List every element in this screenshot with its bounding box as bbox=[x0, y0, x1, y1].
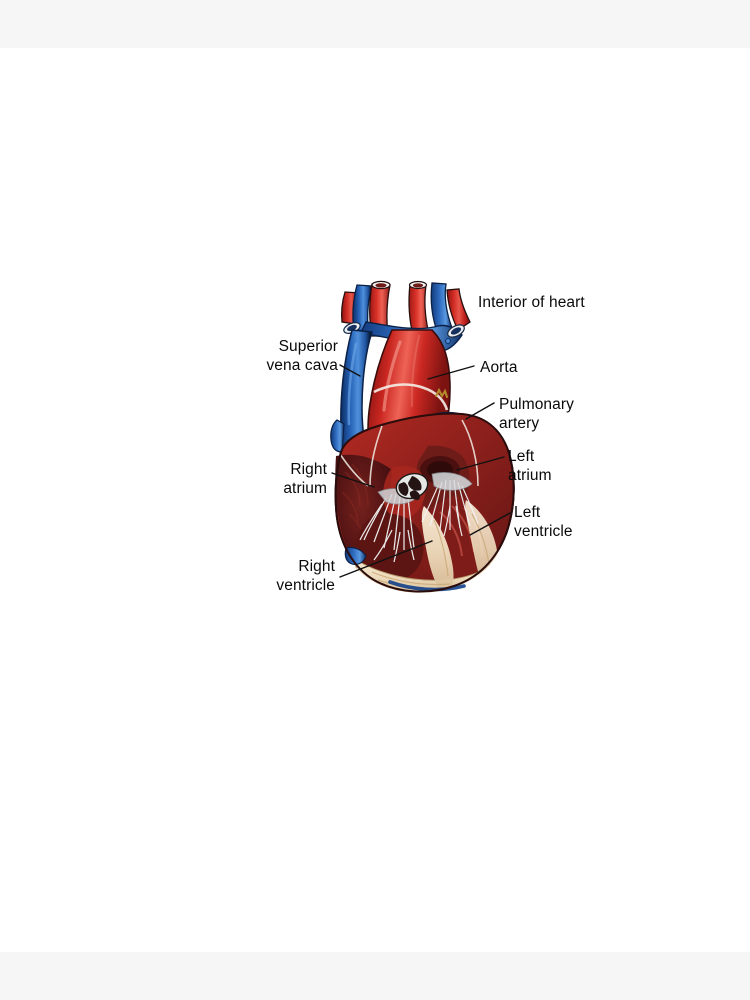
label-left-ventricle: Left ventricle bbox=[514, 504, 573, 540]
label-superior-vena-cava: Superior vena cava bbox=[266, 338, 338, 374]
leader-lines bbox=[331, 364, 511, 578]
leader-right-atrium bbox=[331, 472, 375, 488]
leader-superior-vena-cava bbox=[339, 364, 361, 377]
label-aorta: Aorta bbox=[480, 359, 518, 376]
heart-body-group bbox=[334, 412, 515, 593]
label-interior-of-heart: Interior of heart bbox=[478, 294, 585, 311]
leader-left-atrium bbox=[456, 456, 505, 471]
label-right-ventricle: Right ventricle bbox=[276, 558, 335, 594]
leader-right-ventricle bbox=[339, 540, 433, 578]
leader-pulmonary-artery bbox=[465, 402, 495, 420]
bottom-background-band bbox=[0, 952, 750, 1000]
label-left-atrium: Left atrium bbox=[508, 448, 552, 484]
leader-aorta bbox=[427, 365, 475, 380]
aortic-valve bbox=[395, 472, 429, 500]
label-pulmonary-artery: Pulmonary artery bbox=[499, 396, 574, 432]
top-background-band bbox=[0, 0, 750, 48]
leader-left-ventricle bbox=[469, 512, 511, 536]
label-right-atrium: Right atrium bbox=[283, 461, 327, 497]
